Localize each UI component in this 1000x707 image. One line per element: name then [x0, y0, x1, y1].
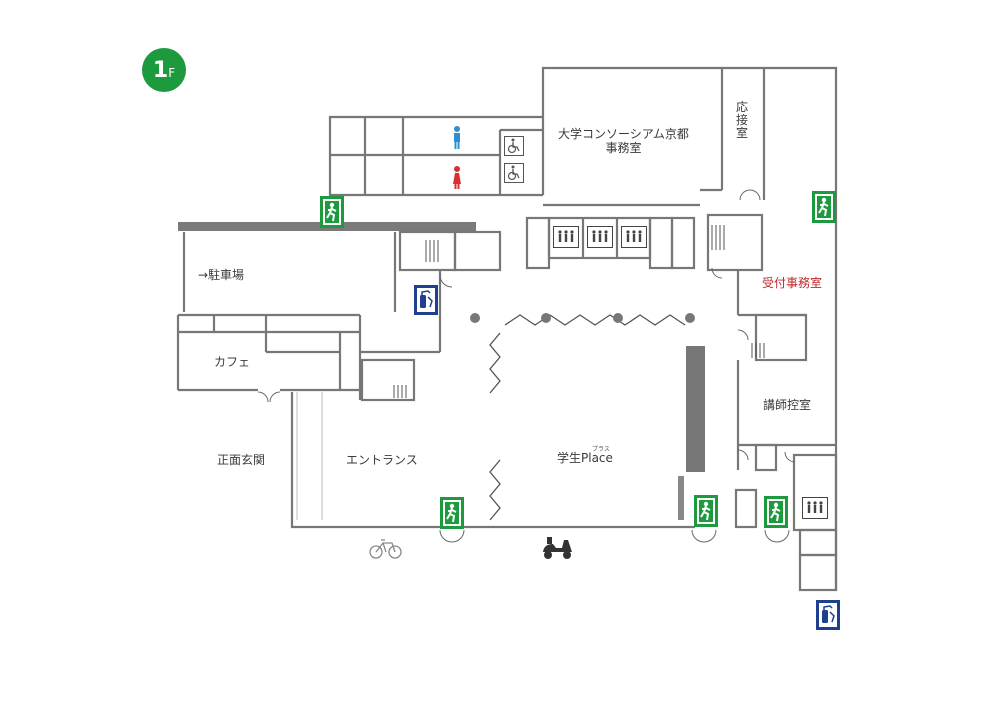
female-restroom-icon [453, 166, 461, 189]
display-panel-small [678, 476, 684, 520]
emergency-exit-icon [320, 196, 344, 228]
scooter-icon [543, 537, 572, 559]
parking-label: →駐車場 [198, 268, 245, 282]
student-place-ruby: プラス [592, 446, 610, 453]
stairs-icon [393, 225, 765, 398]
emergency-exit-icon [694, 495, 718, 527]
reception-room-label: 応接室 [735, 100, 748, 141]
partitions [470, 313, 695, 521]
main-entrance-label: 正面玄関 [217, 453, 266, 467]
emergency-exit-icon [812, 191, 836, 223]
fire-extinguisher-icon [816, 600, 840, 630]
floor-suffix: F [168, 66, 176, 80]
elevator-icon [587, 226, 613, 248]
doors [257, 189, 796, 543]
cafe-label: カフェ [214, 355, 251, 369]
display-panel [686, 346, 705, 472]
walls [176, 66, 838, 592]
wheelchair-icon [504, 163, 524, 183]
lecturer-room-label: 講師控室 [763, 398, 812, 412]
elevator-icon [553, 226, 579, 248]
entrance-label: エントランス [346, 453, 418, 467]
bicycle-icon [369, 539, 402, 559]
fire-extinguisher-icon [414, 285, 438, 315]
consortium-office-label: 大学コンソーシアム京都 事務室 [558, 127, 689, 156]
emergency-exit-icon [764, 496, 788, 528]
student-place-label: 学生Place [557, 451, 613, 465]
floor-badge: 1 F [142, 48, 186, 92]
floor-number: 1 [152, 57, 169, 83]
reception-office-label: 受付事務室 [762, 276, 823, 290]
elevator-icon [621, 226, 647, 248]
wheelchair-icon [504, 136, 524, 156]
elevator-icon [802, 497, 828, 519]
male-restroom-icon [454, 126, 460, 149]
glass-walls [296, 392, 323, 520]
emergency-exit-icon [440, 497, 464, 529]
